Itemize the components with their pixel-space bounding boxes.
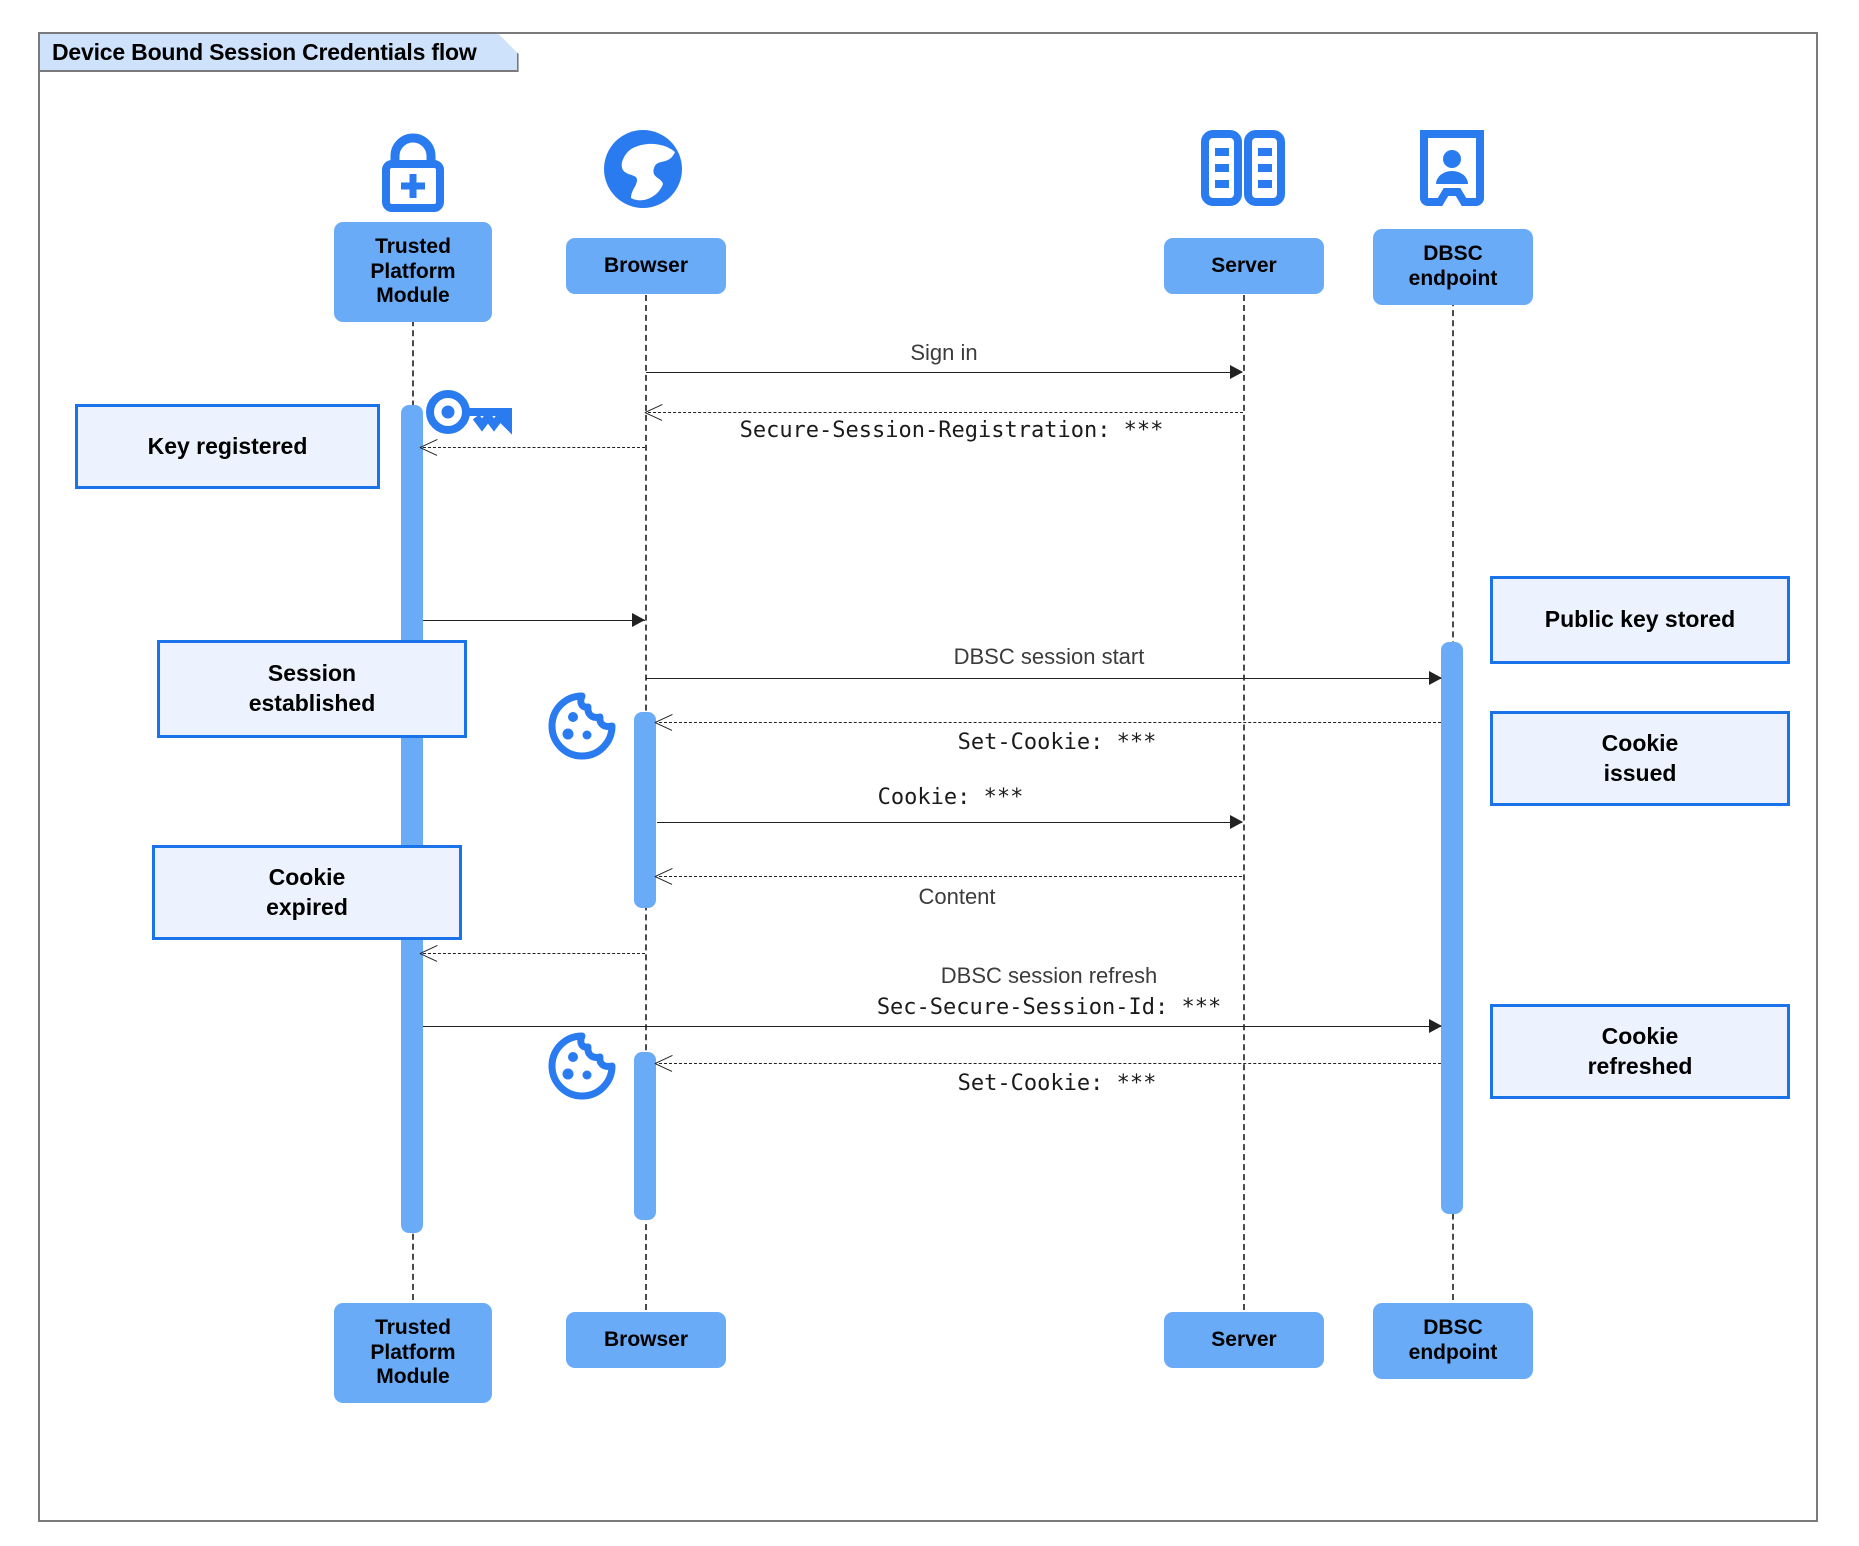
message-label-secure-session-registration: Secure-Session-Registration: *** [739,418,1164,443]
message-label-dbsc-session-start: DBSC session start [953,644,1145,669]
participant-label: Trusted Platform Module [370,1315,456,1389]
server-racks-icon [1197,128,1289,210]
note-key-registered: Key registered [75,404,380,489]
message-label-content: Content [918,884,996,909]
message-line-sign-in [646,372,1242,373]
padlock-plus-icon [368,128,458,213]
message-line-refresh-sign-request [423,953,645,954]
lifeline-server [1243,245,1245,1310]
participant-label: Server [1211,1327,1277,1351]
key-icon [424,385,514,439]
message-arrowhead-refresh-sign-request [420,945,436,961]
message-arrowhead-secure-session-registration [645,404,661,420]
note-text: Key registered [147,432,308,459]
message-arrowhead-sign-in [1230,365,1243,379]
message-label-set-cookie-1: Set-Cookie: *** [957,730,1157,755]
participant-tpm-top[interactable]: Trusted Platform Module [334,222,492,322]
participant-browser-bottom[interactable]: Browser [566,1312,726,1368]
participant-dbsc-bottom[interactable]: DBSC endpoint [1373,1303,1533,1379]
note-public-key-stored: Public key stored [1490,576,1790,664]
message-line-secure-session-registration [648,412,1243,413]
id-badge-icon [1408,128,1496,210]
note-text: Cookie issued [1601,729,1679,786]
message-line-content [659,876,1242,877]
note-text: Cookie refreshed [1587,1022,1693,1079]
note-session-established: Session established [157,640,467,738]
cookie-icon [546,690,618,762]
participant-label: DBSC endpoint [1408,242,1498,290]
message-label-dbsc-session-refresh: DBSC session refresh [940,963,1158,988]
message-line-key-returned [423,620,645,621]
message-label-set-cookie-2: Set-Cookie: *** [957,1071,1157,1096]
participant-label: DBSC endpoint [1408,1316,1498,1364]
participant-label: Server [1211,253,1277,277]
message-arrowhead-register-key-request [420,439,436,455]
activation-bar-browser-1 [634,712,656,908]
diagram-title: Device Bound Session Credentials flow [38,32,519,72]
message-label-cookie: Cookie: *** [877,785,1024,810]
message-line-set-cookie-2 [659,1063,1441,1064]
note-text: Public key stored [1544,606,1736,633]
participant-label: Trusted Platform Module [370,234,456,308]
message-arrowhead-set-cookie-2 [655,1055,671,1071]
note-cookie-expired: Cookie expired [152,845,462,940]
message-line-register-key-request [423,447,645,448]
note-cookie-issued: Cookie issued [1490,711,1790,806]
message-label-sign-in: Sign in [910,340,978,365]
note-cookie-refreshed: Cookie refreshed [1490,1004,1790,1099]
message-arrowhead-key-returned [632,613,645,627]
participant-browser-top[interactable]: Browser [566,238,726,294]
activation-bar-dbsc [1441,642,1463,1214]
participant-dbsc-top[interactable]: DBSC endpoint [1373,229,1533,305]
message-arrowhead-cookie [1230,815,1243,829]
message-line-dbsc-session-start [646,678,1441,679]
message-arrowhead-dbsc-session-start [1429,671,1442,685]
note-text: Cookie expired [266,863,348,920]
message-arrowhead-dbsc-session-refresh [1429,1019,1442,1033]
message-line-set-cookie-1 [659,722,1441,723]
message-line-cookie [657,822,1242,823]
globe-icon [597,128,689,210]
message-line-dbsc-session-refresh [423,1026,1441,1027]
activation-bar-browser-2 [634,1052,656,1220]
message-arrowhead-content [655,868,671,884]
message-arrowhead-set-cookie-1 [655,714,671,730]
participant-server-top[interactable]: Server [1164,238,1324,294]
activation-bar-tpm [401,405,423,1233]
cookie-icon [546,1030,618,1102]
participant-label: Browser [603,253,689,277]
participant-tpm-bottom[interactable]: Trusted Platform Module [334,1303,492,1403]
message-label-sec-secure-session-id: Sec-Secure-Session-Id: *** [876,995,1222,1020]
note-text: Session established [248,660,376,716]
participant-label: Browser [603,1327,689,1351]
participant-server-bottom[interactable]: Server [1164,1312,1324,1368]
